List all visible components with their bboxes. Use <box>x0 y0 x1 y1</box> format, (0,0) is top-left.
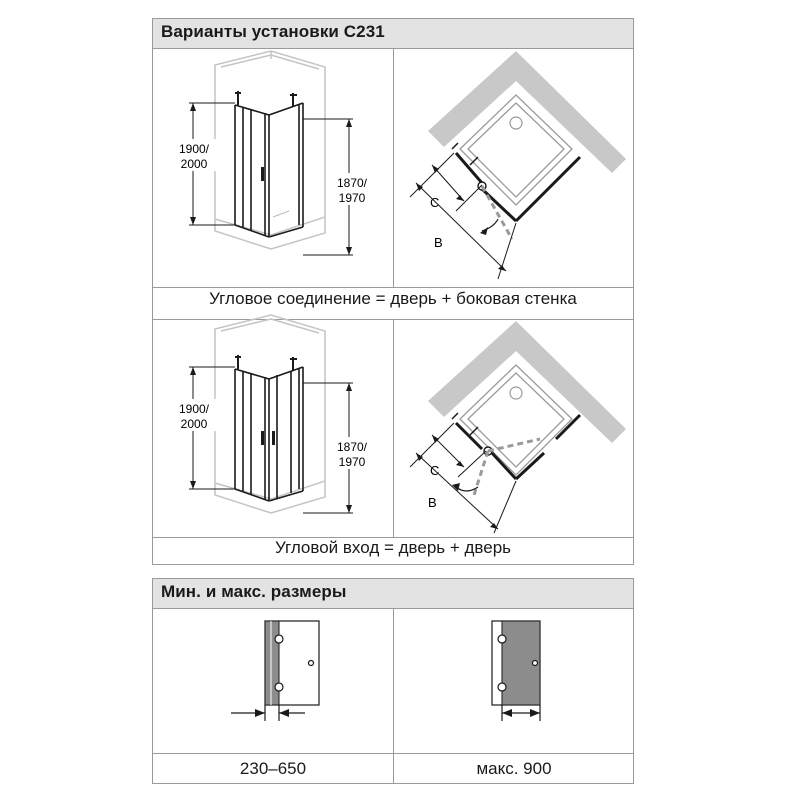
dimension-b-label: B <box>434 235 443 250</box>
shower-perspective-drawing-1: 1900/ 2000 1870/ 1970 <box>171 50 375 256</box>
max-size-diagram <box>394 609 634 753</box>
variant1-caption: Угловое соединение = дверь + боковая сте… <box>209 289 577 308</box>
height-inner-label-line2: 1970 <box>339 455 366 469</box>
variant2-plan: C B <box>394 319 634 537</box>
installation-options-title: Варианты установки С231 <box>161 22 385 41</box>
height-inner-label-line1: 1870/ <box>337 176 368 190</box>
min-size-door-drawing <box>231 620 320 721</box>
variant2-caption: Угловой вход = дверь + дверь <box>274 538 512 557</box>
variant1-plan: C B <box>394 49 634 287</box>
height-outer-label-line1: 1900/ <box>179 142 210 156</box>
dimension-b-label: B <box>428 495 437 510</box>
min-max-sizes-panel: Мин. и макс. размеры <box>152 578 634 784</box>
shower-perspective-drawing-2: 1900/ 2000 1870/ 1970 <box>171 314 375 514</box>
max-size-caption: макс. 900 <box>476 759 552 778</box>
dimension-c-label: C <box>430 195 439 210</box>
min-size-diagram <box>153 609 393 753</box>
shower-plan-drawing-1: C B <box>409 51 626 280</box>
max-size-door-drawing <box>491 620 541 721</box>
installation-options-panel: Варианты установки С231 <box>152 18 634 565</box>
min-max-sizes-title: Мин. и макс. размеры <box>161 582 347 601</box>
height-outer-label-line2: 2000 <box>181 157 208 171</box>
shower-plan-drawing-2: C B <box>409 321 626 534</box>
height-inner-label-line1: 1870/ <box>337 440 368 454</box>
height-inner-label-line2: 1970 <box>339 191 366 205</box>
variant2-perspective: 1900/ 2000 1870/ 1970 <box>153 314 393 537</box>
height-outer-label-line1: 1900/ <box>179 402 210 416</box>
installation-options-header: Варианты установки С231 <box>153 19 633 49</box>
min-max-sizes-header: Мин. и макс. размеры <box>153 579 633 609</box>
variant1-perspective: 1900/ 2000 1870/ 1970 <box>153 49 393 287</box>
height-outer-label-line2: 2000 <box>181 417 208 431</box>
min-size-caption: 230–650 <box>239 759 307 778</box>
